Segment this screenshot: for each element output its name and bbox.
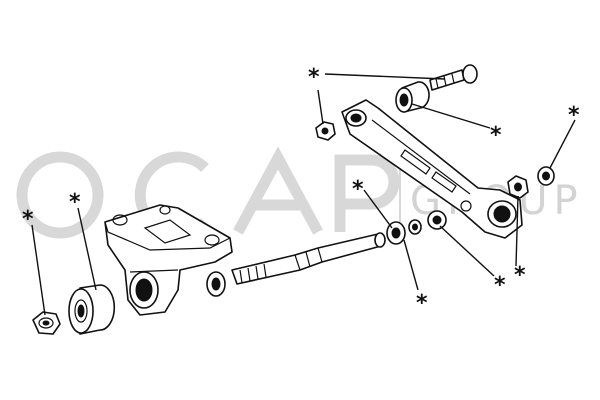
left-nut [32, 311, 61, 335]
callout-marker: * [352, 177, 364, 202]
threaded-shaft [231, 232, 386, 285]
callout-marker: * [69, 190, 81, 215]
callout-markers: * * * * * * * * * [22, 65, 580, 316]
callout-marker: * [308, 65, 320, 90]
callout-marker: * [22, 207, 34, 232]
leader-lines [31, 73, 576, 316]
shaft-small-nut [408, 219, 422, 235]
callout-marker: * [494, 273, 506, 298]
top-bolt [429, 64, 478, 91]
control-arm [341, 99, 523, 239]
callout-marker: * [490, 123, 502, 148]
bracket-washer [206, 271, 226, 297]
callout-marker: * [568, 103, 580, 128]
right-nut [507, 175, 529, 199]
mounting-bracket [104, 204, 233, 316]
callout-marker: * [514, 263, 526, 288]
right-washer [537, 166, 555, 186]
large-bushing [68, 284, 116, 335]
shaft-bushing [427, 210, 447, 230]
arm-small-nut [315, 121, 336, 141]
callout-marker: * [416, 291, 428, 316]
top-bushing [395, 81, 430, 113]
